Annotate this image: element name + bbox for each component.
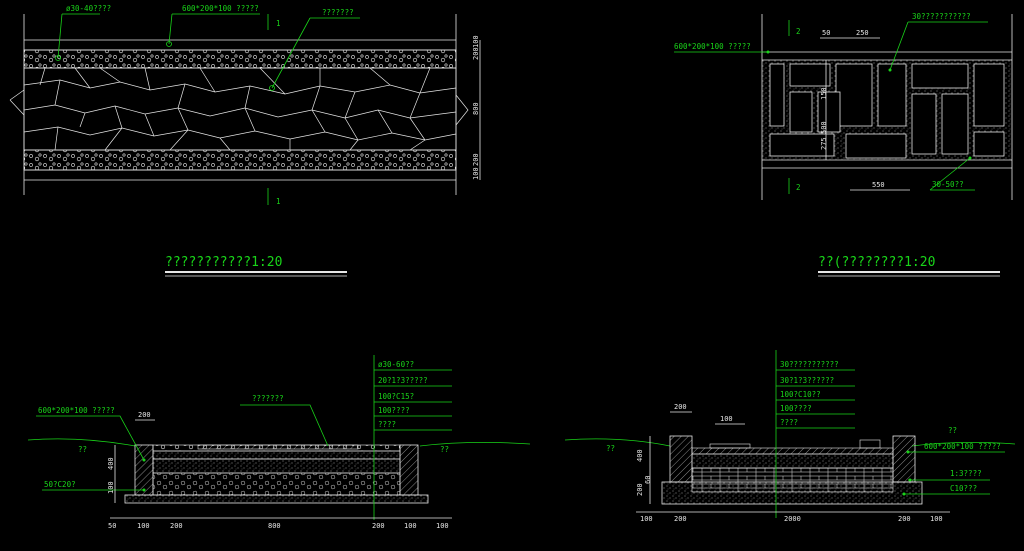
label-gravel-size: ø30-40???? — [66, 4, 111, 13]
label-ground-left: ?? — [78, 445, 87, 454]
dim-br-2000: 2000 — [784, 515, 801, 523]
section-mark-2-bottom: 2 — [796, 183, 801, 192]
label-r-concrete: C10??? — [950, 484, 977, 493]
label-joint-size: 30-50?? — [932, 180, 964, 189]
plan-view-right: 2 2 600*200*100 ????? 30??????????? 30-5… — [674, 12, 1013, 277]
dim-250: 250 — [856, 29, 869, 37]
dim-500: 500 — [820, 121, 828, 134]
drawing-title-left: ???????????1:20 — [165, 255, 282, 270]
dim-bl-100a: 100 — [137, 522, 150, 530]
dim-bl-top-200: 200 — [138, 411, 151, 419]
dim-50: 50 — [822, 29, 830, 37]
callout-layer-1: ø30-60?? — [378, 360, 414, 369]
dim-br-200a: 200 — [674, 515, 687, 523]
section-view-left: ø30-60?? 20?1?3????? 100?C15? 100???? ??… — [27, 355, 531, 530]
dim-br-60: 60 — [644, 476, 652, 484]
label-curb-spec: 600*200*100 ????? — [182, 4, 259, 13]
dim-br-100b: 100 — [930, 515, 943, 523]
dim-br-100a: 100 — [640, 515, 653, 523]
dim-br-200s: 200 — [636, 483, 644, 496]
callout-layer-3: 100?C15? — [378, 392, 414, 401]
dim-br-top-200: 200 — [674, 403, 687, 411]
label-curb-spec-right: 600*200*100 ????? — [674, 42, 751, 51]
dim-150: 150 — [820, 87, 828, 100]
section-view-right: 30??????????? 30?1?3?????? 100?C10?? 100… — [564, 350, 1016, 523]
dim-br-top-100: 100 — [720, 415, 733, 423]
dim-bl-200b: 200 — [372, 522, 385, 530]
label-ground-right: ?? — [440, 445, 449, 454]
label-r-ground-right: ?? — [948, 426, 957, 435]
dim-edge-top: 100 — [472, 35, 480, 48]
dim-bl-800: 800 — [268, 522, 281, 530]
dim-bl-50: 50 — [108, 522, 116, 530]
plan-view-left: 1 1 ø30-40???? 600*200*100 ????? ???????… — [9, 4, 481, 277]
label-brick-type: 30??????????? — [912, 12, 971, 21]
dim-br-400: 400 — [636, 449, 644, 462]
label-r-curb: 600*200*100 ????? — [924, 442, 1001, 451]
dim-edge-bottom: 100 — [472, 167, 480, 180]
callout-layer-4: 100???? — [378, 406, 410, 415]
flagstone-pattern — [9, 67, 469, 151]
callout-r-layer-1: 30??????????? — [780, 360, 839, 369]
dim-bl-100s: 100 — [107, 481, 115, 494]
label-r-mortar: 1:3???? — [950, 469, 982, 478]
label-curb-section: 600*200*100 ????? — [38, 406, 115, 415]
dim-bottom-band: 200 — [472, 153, 480, 166]
dim-bl-100c: 100 — [436, 522, 449, 530]
label-r-ground-left: ?? — [606, 444, 615, 453]
dim-275: 275 — [820, 137, 828, 150]
dim-550: 550 — [872, 181, 885, 189]
dim-bl-200a: 200 — [170, 522, 183, 530]
dim-middle: 800 — [472, 102, 480, 115]
label-flagstone: ??????? — [322, 8, 354, 17]
drawing-title-right: ??(????????1:20 — [818, 255, 935, 270]
section-mark-2-top: 2 — [796, 27, 801, 36]
label-concrete: 50?C20? — [44, 480, 76, 489]
brick-units — [769, 63, 1005, 159]
dim-bl-400: 400 — [107, 457, 115, 470]
label-flagstone-section: ??????? — [252, 394, 284, 403]
section-mark-top: 1 — [276, 19, 281, 28]
dim-top-band: 200 — [472, 47, 480, 60]
callout-layer-2: 20?1?3????? — [378, 376, 428, 385]
dim-bl-100b: 100 — [404, 522, 417, 530]
callout-r-layer-3: 100?C10?? — [780, 390, 821, 399]
callout-r-layer-2: 30?1?3?????? — [780, 376, 834, 385]
callout-layer-5: ???? — [378, 420, 396, 429]
callout-r-layer-4: 100???? — [780, 404, 812, 413]
dim-br-200b: 200 — [898, 515, 911, 523]
section-mark-bottom: 1 — [276, 197, 281, 206]
callout-r-layer-5: ???? — [780, 418, 798, 427]
